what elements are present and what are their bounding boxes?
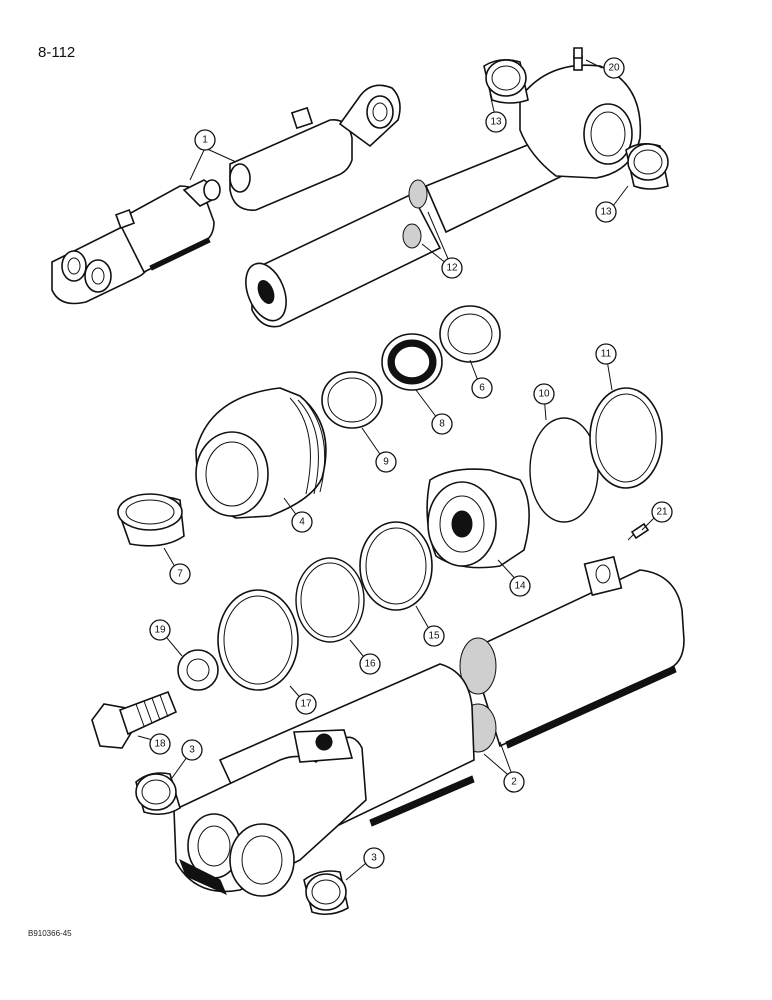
callout-17-label: 17 (300, 699, 312, 710)
callout-11: 11 (595, 343, 617, 365)
callout-3-upper: 3 (181, 739, 203, 761)
bushing-3-lower (303, 870, 349, 916)
callout-10-label: 10 (538, 389, 550, 400)
callout-8: 8 (431, 413, 453, 435)
seal-8 (381, 333, 443, 391)
bolt-18 (91, 690, 178, 749)
callout-20: 20 (603, 57, 625, 79)
callout-14: 14 (509, 575, 531, 597)
callout-7: 7 (169, 563, 191, 585)
small-cylinder-assembly (51, 84, 401, 305)
callout-12-label: 12 (446, 263, 458, 274)
bushing-7 (117, 493, 185, 547)
callout-10: 10 (533, 383, 555, 405)
callout-21-label: 21 (656, 507, 668, 518)
callout-9: 9 (375, 451, 397, 473)
cylinder-head-4 (195, 387, 327, 519)
piston-rod-assembly (245, 55, 642, 328)
callout-15-label: 15 (428, 631, 440, 642)
callout-1-label: 1 (202, 135, 208, 146)
page-number: 8-112 (38, 44, 76, 61)
callout-12: 12 (441, 257, 463, 279)
bushing-13-lower (625, 142, 669, 190)
callout-16: 16 (359, 653, 381, 675)
callout-16-label: 16 (364, 659, 376, 670)
callouts: 1 20 13 13 12 6 8 9 11 10 4 7 21 14 15 1… (149, 57, 673, 869)
callout-13-upper-label: 13 (490, 117, 502, 128)
callout-3-lower: 3 (363, 847, 385, 869)
callout-21: 21 (651, 501, 673, 523)
callout-19: 19 (149, 619, 171, 641)
callout-15: 15 (423, 625, 445, 647)
callout-13-lower: 13 (595, 201, 617, 223)
callout-2-label: 2 (511, 777, 517, 788)
backup-ring-11 (589, 387, 663, 489)
callout-20-label: 20 (608, 63, 620, 74)
callout-17: 17 (295, 693, 317, 715)
grease-fitting-20 (573, 47, 583, 59)
bushing-13-upper (483, 58, 529, 104)
callout-3-lower-label: 3 (371, 853, 377, 864)
wear-ring-6 (439, 305, 501, 363)
callout-6-label: 6 (479, 383, 485, 394)
wear-ring-17 (217, 589, 299, 691)
callout-18: 18 (149, 733, 171, 755)
ring-16 (295, 557, 365, 643)
callout-4-label: 4 (299, 517, 305, 528)
callout-18-label: 18 (154, 739, 166, 750)
o-ring-10 (529, 417, 599, 523)
callout-3-upper-label: 3 (189, 745, 195, 756)
callout-13-lower-label: 13 (600, 207, 612, 218)
ring-9 (321, 371, 383, 429)
callout-4: 4 (291, 511, 313, 533)
piston-14 (426, 468, 530, 569)
washer-19 (177, 649, 219, 691)
ring-15 (359, 521, 433, 611)
callout-2: 2 (503, 771, 525, 793)
bushing-3-upper (135, 772, 181, 816)
figure-code: B910366-45 (28, 929, 72, 938)
callout-8-label: 8 (439, 419, 445, 430)
callout-9-label: 9 (383, 457, 389, 468)
callout-11-label: 11 (601, 349, 612, 360)
lower-clevis (173, 729, 367, 897)
callout-13-upper: 13 (485, 111, 507, 133)
callout-14-label: 14 (514, 581, 526, 592)
callout-7-label: 7 (177, 569, 183, 580)
callout-19-label: 19 (154, 625, 166, 636)
callout-6: 6 (471, 377, 493, 399)
callout-1: 1 (194, 129, 216, 151)
